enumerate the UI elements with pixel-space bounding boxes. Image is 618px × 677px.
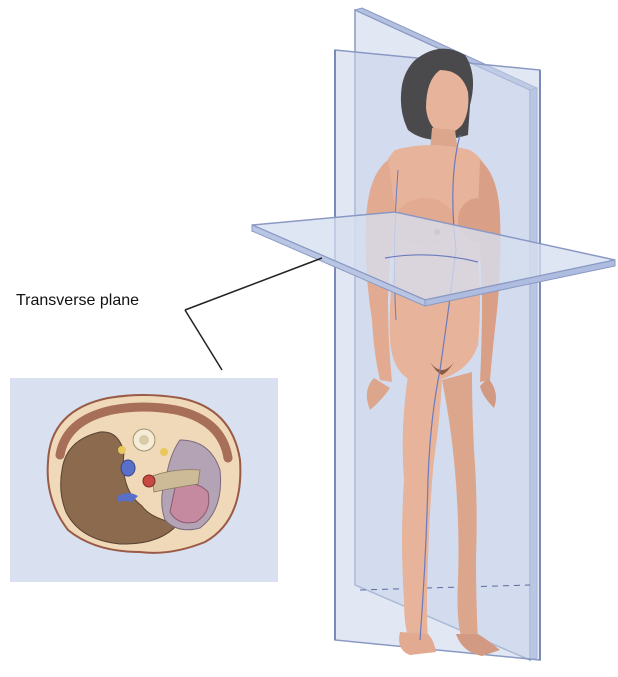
cross-section-inset — [10, 378, 278, 582]
callout-leader-line-down — [185, 310, 222, 370]
transverse-plane-label: Transverse plane — [16, 292, 139, 310]
callout-leader-line — [185, 258, 322, 310]
transverse-plane — [252, 212, 615, 306]
